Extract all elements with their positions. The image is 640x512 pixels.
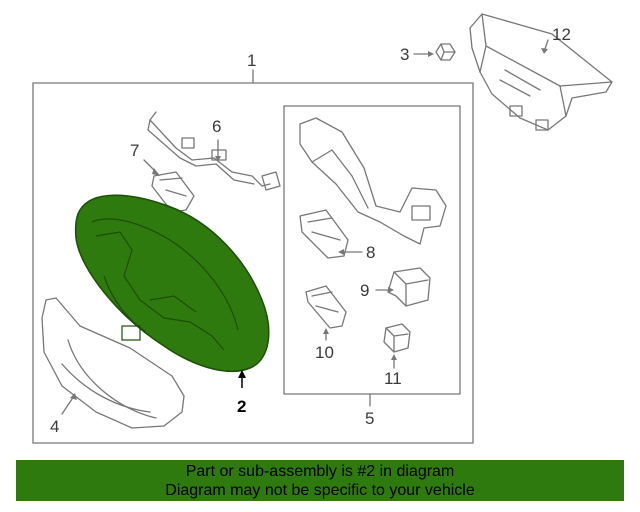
part-10-switch[interactable] [305, 285, 347, 329]
banner-line-1: Part or sub-assembly is #2 in diagram [185, 463, 455, 480]
callout-6: 6 [212, 117, 221, 136]
callout-2: 2 [237, 397, 246, 416]
part-7-switch[interactable] [151, 171, 195, 213]
info-banner: Part or sub-assembly is #2 in diagram Di… [16, 460, 624, 501]
assembly-box-5 [283, 105, 461, 395]
part-9-connector[interactable] [387, 267, 431, 307]
banner-line-2: Diagram may not be specific to your vehi… [165, 482, 475, 499]
callout-10: 10 [315, 343, 334, 362]
callout-1: 1 [247, 51, 256, 70]
callout-9: 9 [360, 281, 369, 300]
part-4-cover[interactable] [41, 297, 185, 429]
part-5-column-cover[interactable] [299, 117, 447, 245]
part-2-steering-wheel[interactable] [74, 194, 270, 373]
callout-11: 11 [384, 369, 402, 388]
part-12-airbag[interactable] [469, 13, 613, 131]
part-8-switch[interactable] [299, 209, 349, 259]
parts-diagram: 1 2 3 4 5 6 7 8 9 10 11 12 [32, 13, 613, 444]
part-11-connector[interactable] [383, 323, 411, 353]
callout-12: 12 [552, 25, 571, 44]
callout-7: 7 [130, 141, 139, 160]
callout-5: 5 [365, 409, 374, 428]
leader-2-arrow [238, 370, 246, 378]
callout-3: 3 [400, 45, 409, 64]
leader-4 [61, 395, 75, 415]
callout-4: 4 [50, 417, 59, 436]
part-3-nut[interactable] [435, 43, 456, 61]
callout-8: 8 [366, 243, 375, 262]
